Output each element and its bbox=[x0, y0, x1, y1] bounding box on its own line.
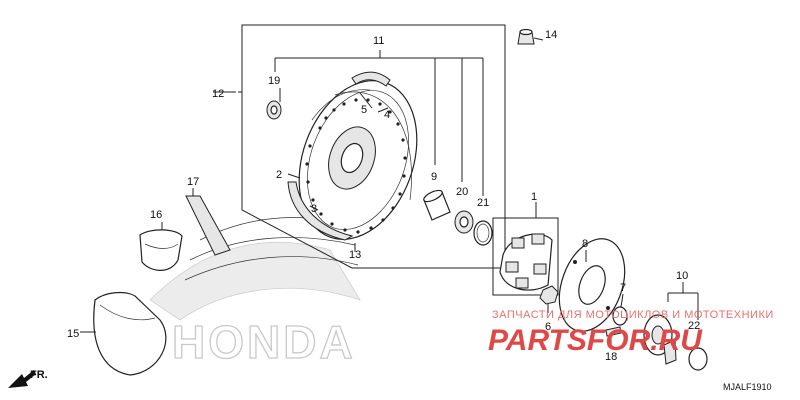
chain-cover-16 bbox=[139, 229, 183, 271]
callout-8: 8 bbox=[582, 238, 588, 250]
guard-17 bbox=[185, 195, 231, 256]
callout-17: 17 bbox=[187, 176, 199, 188]
callout-3: 3 bbox=[311, 203, 317, 215]
valve-cap-14 bbox=[517, 28, 535, 45]
callout-1: 1 bbox=[531, 191, 537, 203]
callout-20: 20 bbox=[456, 186, 468, 198]
honda-watermark-text: HONDA bbox=[172, 316, 356, 368]
callout-7: 7 bbox=[620, 282, 626, 294]
callout-10: 10 bbox=[676, 270, 688, 282]
part-5-shape bbox=[351, 71, 391, 87]
callout-22: 22 bbox=[688, 320, 700, 332]
callout-2: 2 bbox=[276, 169, 282, 181]
seal-22 bbox=[688, 347, 708, 371]
callout-14: 14 bbox=[545, 29, 557, 41]
damper-rubbers-1 bbox=[499, 233, 553, 291]
chain-case-15 bbox=[93, 291, 167, 376]
nut-6 bbox=[539, 285, 559, 305]
callout-9: 9 bbox=[431, 171, 437, 183]
front-direction-label: FR. bbox=[30, 369, 48, 381]
callout-11: 11 bbox=[373, 35, 384, 47]
callout-12: 12 bbox=[212, 88, 224, 100]
washer-7 bbox=[612, 306, 628, 326]
callout-4: 4 bbox=[384, 109, 390, 121]
leader-lines bbox=[80, 37, 699, 346]
rear-wheel bbox=[298, 80, 418, 240]
callout-5: 5 bbox=[361, 104, 367, 116]
flange-10 bbox=[643, 314, 677, 365]
callout-21: 21 bbox=[477, 197, 489, 209]
sprocket-8 bbox=[558, 238, 626, 332]
bearing-20 bbox=[454, 210, 474, 234]
callout-labels: 1 2 3 4 5 6 7 8 9 10 11 12 13 14 15 16 1… bbox=[67, 29, 700, 363]
front-direction-arrow: FR. bbox=[8, 369, 48, 388]
rim-band bbox=[287, 181, 354, 241]
wheel-assembly-frame bbox=[241, 24, 506, 269]
callout-13: 13 bbox=[349, 249, 361, 261]
callout-18: 18 bbox=[605, 351, 617, 363]
callout-6: 6 bbox=[545, 321, 551, 333]
callout-16: 16 bbox=[150, 209, 162, 221]
bolt-18 bbox=[605, 326, 622, 337]
diagram-code: MJALF1910 bbox=[723, 382, 772, 392]
callout-19: 19 bbox=[268, 75, 280, 87]
callout-15: 15 bbox=[67, 328, 79, 340]
watermark-caption: ЗАПЧАСТИ ДЛЯ МОТОЦИКЛОВ И МОТОТЕХНИКИ bbox=[492, 309, 774, 321]
watermark-site: PARTSFOR.RU bbox=[488, 324, 703, 357]
collar-9 bbox=[423, 189, 451, 221]
